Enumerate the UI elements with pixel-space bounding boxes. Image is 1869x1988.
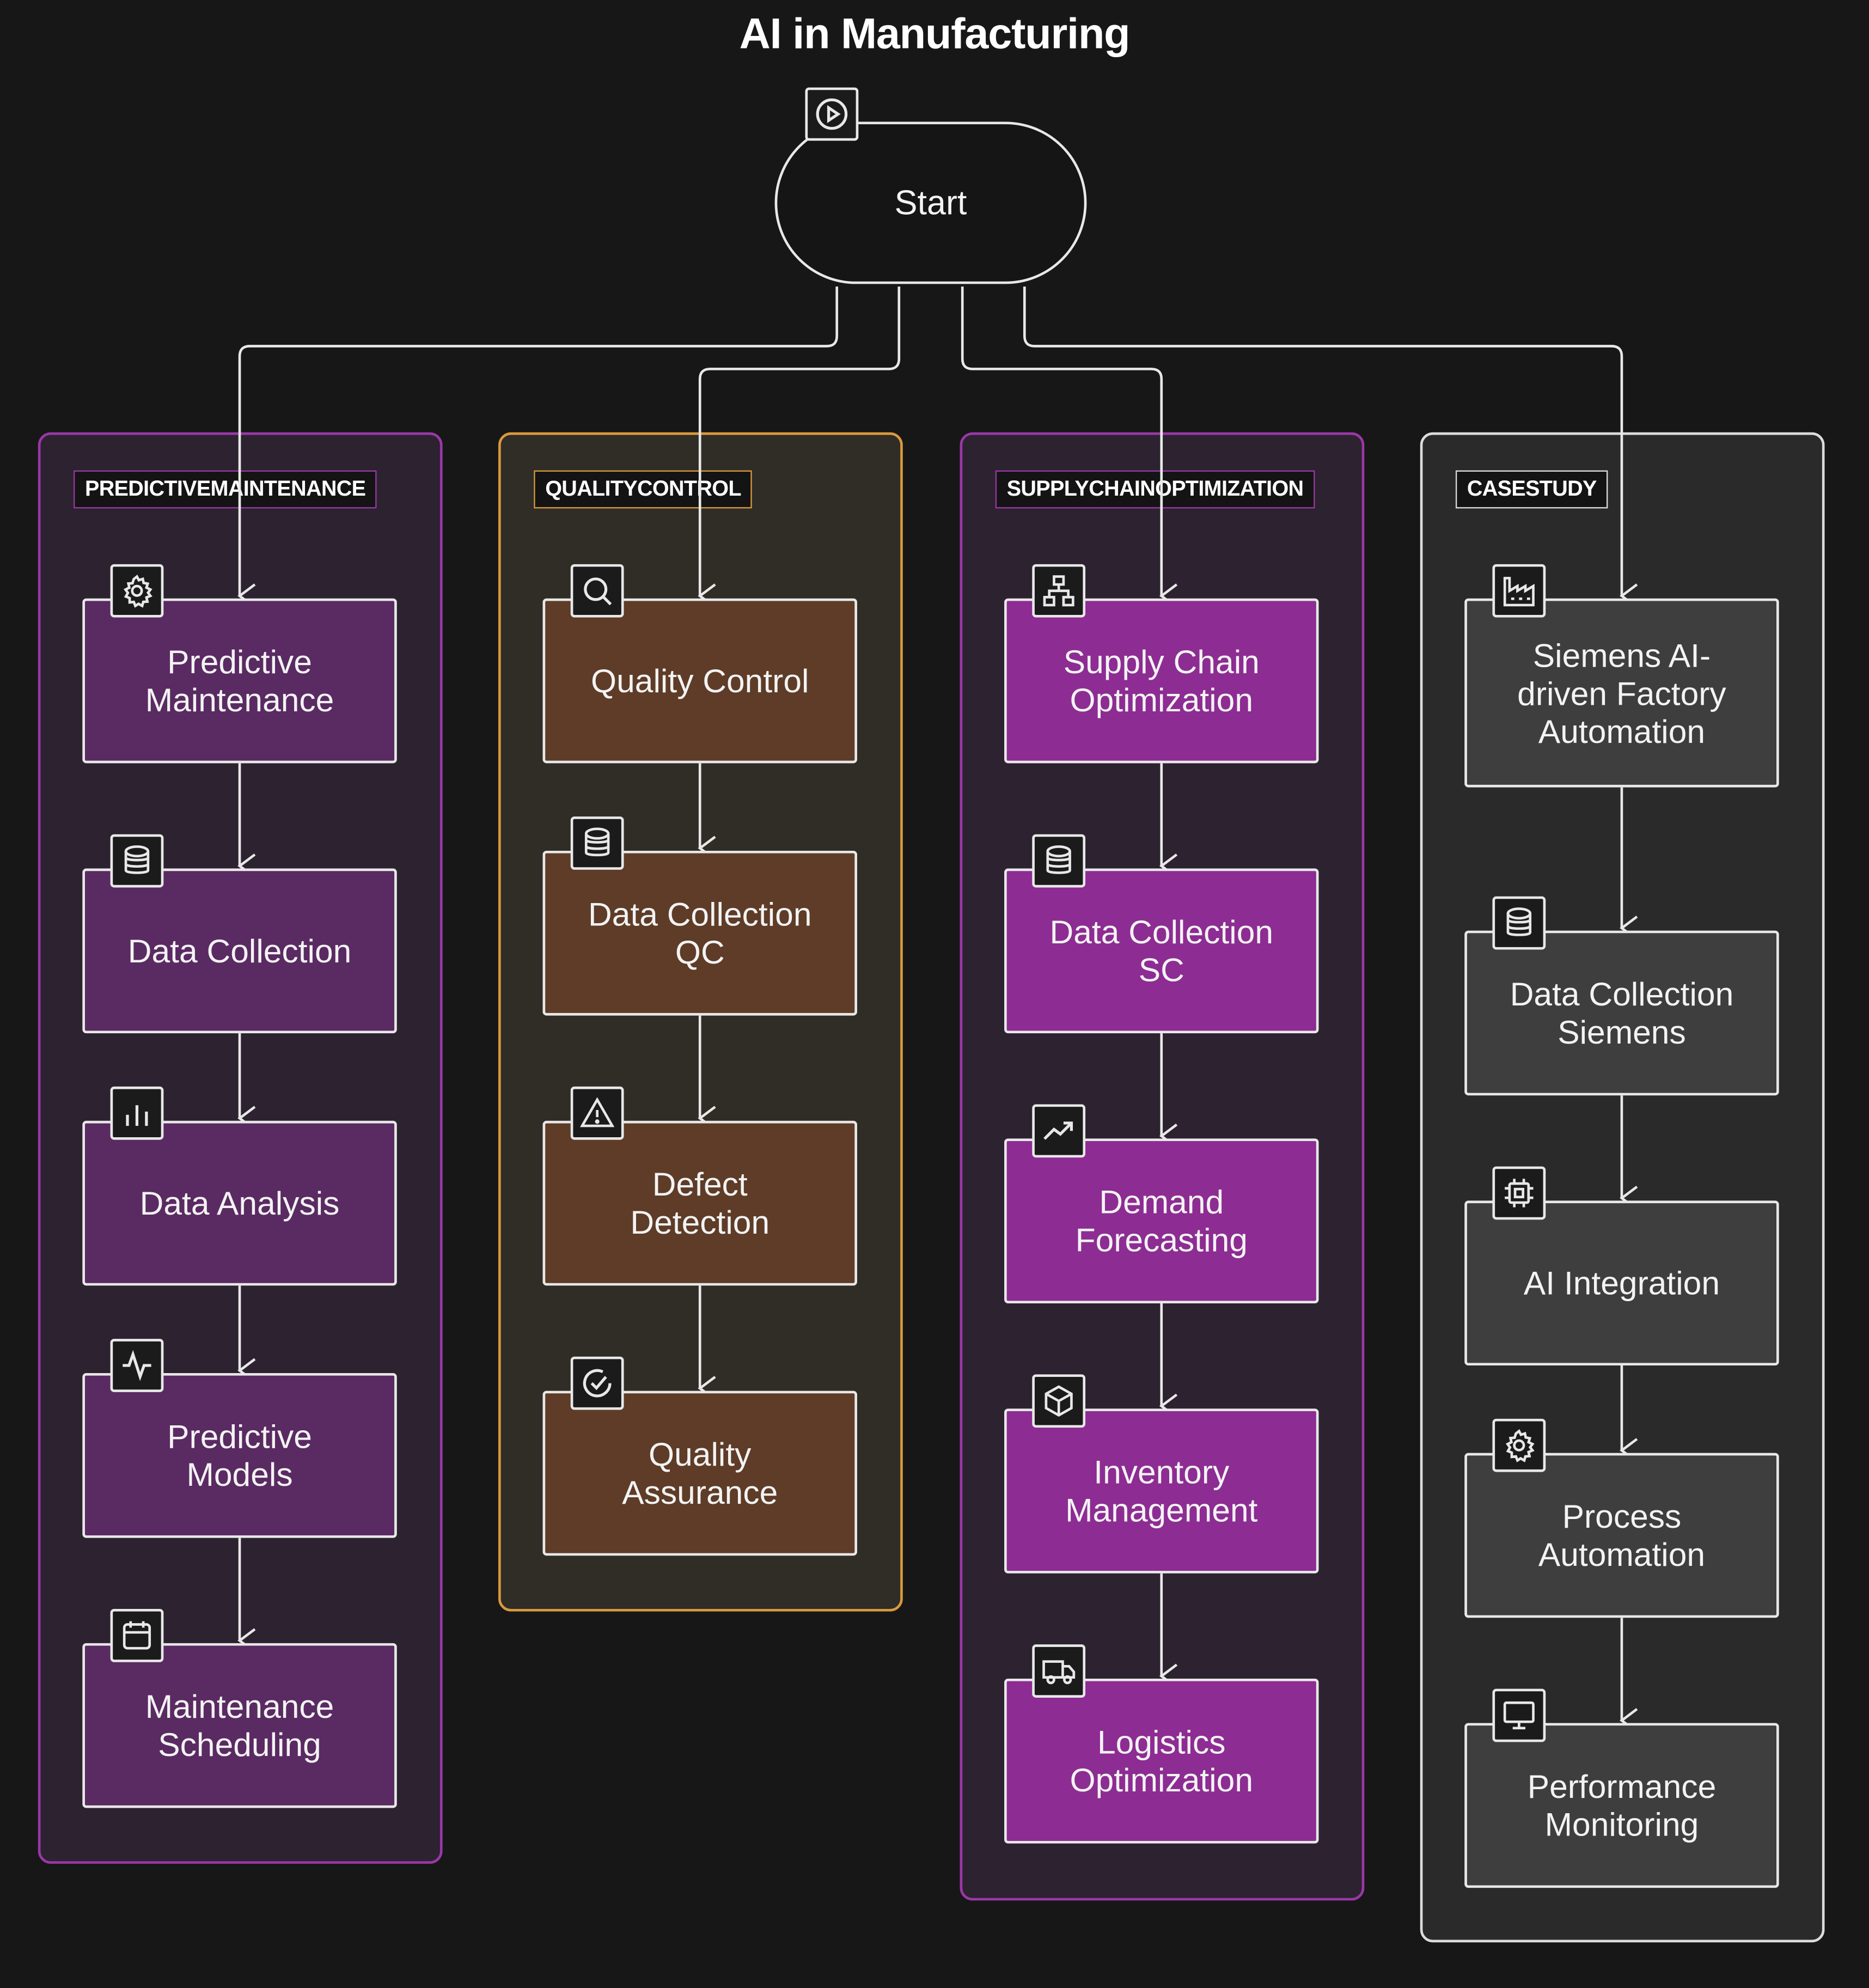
node-label: Predictive Maintenance bbox=[145, 643, 334, 719]
cluster-label: PREDICTIVEMAINTENANCE bbox=[74, 470, 377, 509]
node-label: AI Integration bbox=[1523, 1264, 1720, 1302]
node-label: Data Collection QC bbox=[588, 895, 812, 972]
node-demand-forecasting[interactable]: Demand Forecasting bbox=[1004, 1138, 1319, 1303]
node-data-analysis[interactable]: Data Analysis bbox=[82, 1120, 397, 1286]
cpu-icon bbox=[1492, 1166, 1546, 1220]
start-label: Start bbox=[894, 183, 967, 222]
cluster-label: CASESTUDY bbox=[1455, 470, 1608, 509]
start-node[interactable]: Start bbox=[774, 121, 1087, 284]
node-inventory-management[interactable]: Inventory Management bbox=[1004, 1408, 1319, 1574]
cluster-label: SUPPLYCHAINOPTIMIZATION bbox=[995, 470, 1315, 509]
node-siemens-factory-automation[interactable]: Siemens AI-driven Factory Automation bbox=[1464, 598, 1779, 788]
node-label: Supply Chain Optimization bbox=[1063, 643, 1260, 719]
node-label: Performance Monitoring bbox=[1527, 1767, 1717, 1844]
node-process-automation[interactable]: Process Automation bbox=[1464, 1453, 1779, 1618]
diagram-title: AI in Manufacturing bbox=[739, 10, 1131, 59]
node-label: Quality Assurance bbox=[622, 1435, 778, 1511]
database-icon bbox=[1492, 896, 1546, 950]
node-ai-integration[interactable]: AI Integration bbox=[1464, 1200, 1779, 1366]
node-label: Inventory Management bbox=[1065, 1453, 1258, 1529]
node-predictive-maintenance[interactable]: Predictive Maintenance bbox=[82, 598, 397, 764]
calendar-icon bbox=[110, 1608, 164, 1662]
factory-icon bbox=[1492, 564, 1546, 618]
node-label: Process Automation bbox=[1538, 1497, 1706, 1574]
node-predictive-models[interactable]: Predictive Models bbox=[82, 1373, 397, 1538]
node-label: Defect Detection bbox=[630, 1165, 770, 1241]
node-defect-detection[interactable]: Defect Detection bbox=[542, 1120, 857, 1286]
node-supply-chain-optimization[interactable]: Supply Chain Optimization bbox=[1004, 598, 1319, 764]
node-performance-monitoring[interactable]: Performance Monitoring bbox=[1464, 1723, 1779, 1888]
node-label: Siemens AI-driven Factory Automation bbox=[1517, 636, 1726, 750]
node-quality-control[interactable]: Quality Control bbox=[542, 598, 857, 764]
activity-icon bbox=[110, 1339, 164, 1392]
play-circle-icon bbox=[805, 87, 859, 141]
check-circle-icon bbox=[570, 1356, 624, 1410]
node-quality-assurance[interactable]: Quality Assurance bbox=[542, 1391, 857, 1556]
trending-up-icon bbox=[1032, 1104, 1086, 1158]
node-data-collection-siemens[interactable]: Data Collection Siemens bbox=[1464, 930, 1779, 1096]
node-label: Predictive Models bbox=[167, 1417, 312, 1494]
gear-icon bbox=[110, 564, 164, 618]
search-icon bbox=[570, 564, 624, 618]
node-logistics-optimization[interactable]: Logistics Optimization bbox=[1004, 1679, 1319, 1844]
bar-chart-icon bbox=[110, 1086, 164, 1140]
monitor-icon bbox=[1492, 1688, 1546, 1742]
warning-icon bbox=[570, 1086, 624, 1140]
database-icon bbox=[110, 834, 164, 888]
node-label: Data Collection SC bbox=[1049, 913, 1274, 989]
node-maintenance-scheduling[interactable]: Maintenance Scheduling bbox=[82, 1643, 397, 1808]
truck-icon bbox=[1032, 1644, 1086, 1698]
cluster-label: QUALITYCONTROL bbox=[534, 470, 753, 509]
node-label: Demand Forecasting bbox=[1075, 1182, 1248, 1259]
sitemap-icon bbox=[1032, 564, 1086, 618]
node-data-collection[interactable]: Data Collection bbox=[82, 868, 397, 1034]
database-icon bbox=[1032, 834, 1086, 888]
node-label: Data Collection Siemens bbox=[1510, 975, 1734, 1051]
database-icon bbox=[570, 816, 624, 870]
node-label: Data Collection bbox=[127, 931, 352, 970]
node-label: Quality Control bbox=[591, 662, 809, 700]
node-label: Logistics Optimization bbox=[1070, 1723, 1254, 1800]
node-label: Maintenance Scheduling bbox=[145, 1687, 334, 1764]
box-icon bbox=[1032, 1374, 1086, 1428]
node-data-collection-sc[interactable]: Data Collection SC bbox=[1004, 868, 1319, 1034]
node-data-collection-qc[interactable]: Data Collection QC bbox=[542, 850, 857, 1016]
gear-icon bbox=[1492, 1418, 1546, 1472]
node-label: Data Analysis bbox=[139, 1184, 340, 1223]
